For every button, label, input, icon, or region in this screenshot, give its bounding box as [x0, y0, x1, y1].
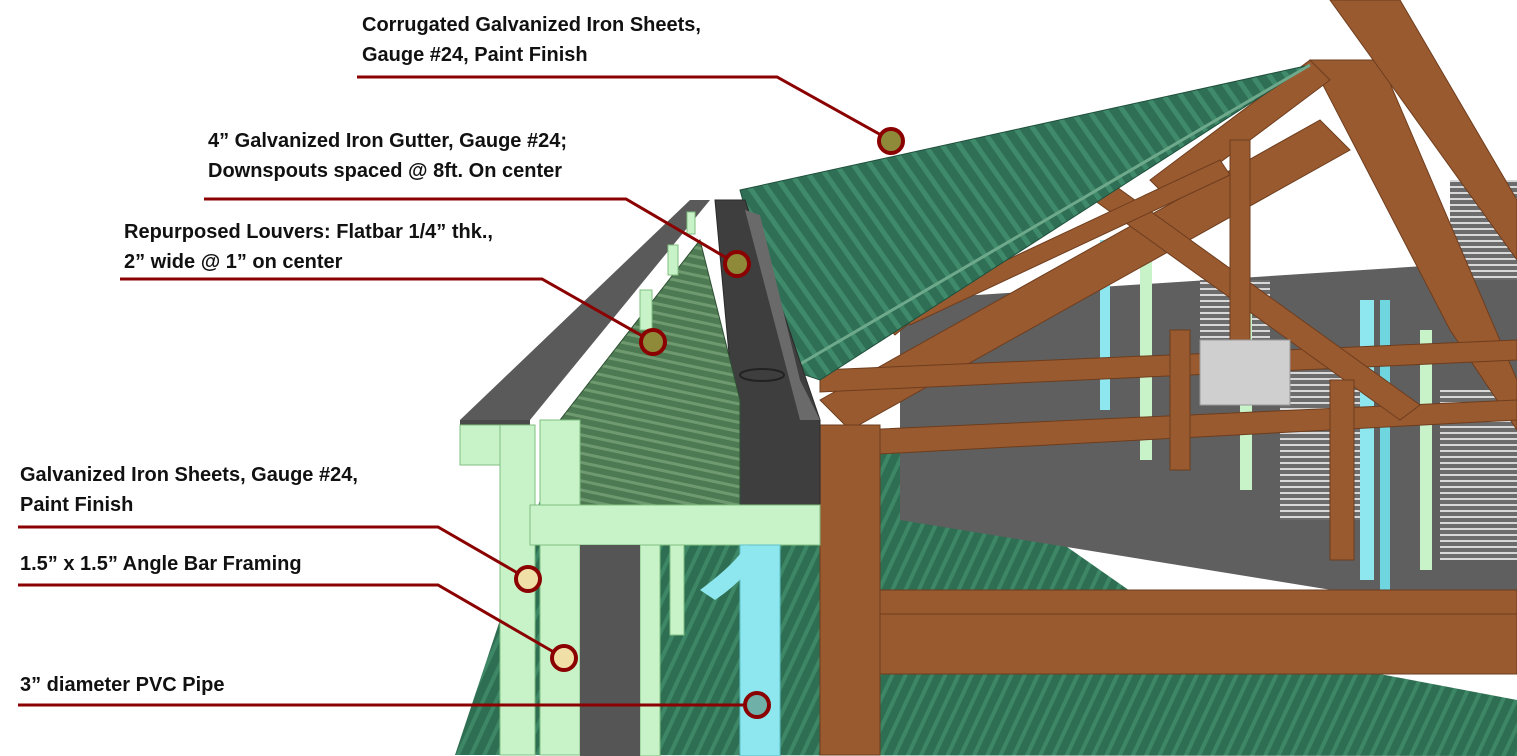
label-roof-sheets: Corrugated Galvanized Iron Sheets, Gauge… — [362, 14, 701, 66]
wall-panel-gray — [580, 545, 640, 756]
leader-lines — [18, 75, 891, 707]
back-post-3 — [1420, 330, 1432, 570]
gutter-outlet — [739, 368, 785, 382]
roof-sheet-edge — [789, 63, 1311, 372]
wall-louver-2 — [1280, 370, 1370, 520]
pvc-pipe — [739, 544, 781, 756]
leader-louvers — [120, 277, 654, 344]
leader-angle-bar — [18, 583, 565, 660]
leader-roof-sheets — [357, 75, 891, 142]
leader-gutter — [204, 197, 738, 266]
label-angle-bar: 1.5” x 1.5” Angle Bar Framing — [20, 553, 302, 575]
label-pvc-pipe: 3” diameter PVC Pipe — [20, 674, 225, 696]
marker-pvc — [743, 691, 771, 719]
marker-angle-bar — [550, 644, 578, 672]
pvc-elbow — [700, 545, 760, 600]
fascia-top — [460, 200, 710, 420]
label-fascia-sheets: Galvanized Iron Sheets, Gauge #24, Paint… — [20, 464, 358, 516]
back-downspout-3 — [1100, 240, 1110, 410]
timber-trusses — [819, 0, 1517, 756]
label-louvers: Repurposed Louvers: Flatbar 1/4” thk., 2… — [124, 221, 493, 273]
truss-connector-plate — [1199, 339, 1291, 406]
marker-louvers — [639, 328, 667, 356]
callout-markers — [514, 127, 905, 719]
gutter-inner — [745, 210, 820, 420]
marker-fascia-sheets — [514, 565, 542, 593]
back-downspout-2 — [1380, 300, 1390, 590]
marker-roof-sheets — [877, 127, 905, 155]
label-gutter: 4” Galvanized Iron Gutter, Gauge #24; Do… — [208, 130, 567, 182]
leader-fascia-sheets — [18, 525, 529, 581]
marker-gutter — [723, 250, 751, 278]
back-downspout-1 — [1360, 300, 1374, 580]
